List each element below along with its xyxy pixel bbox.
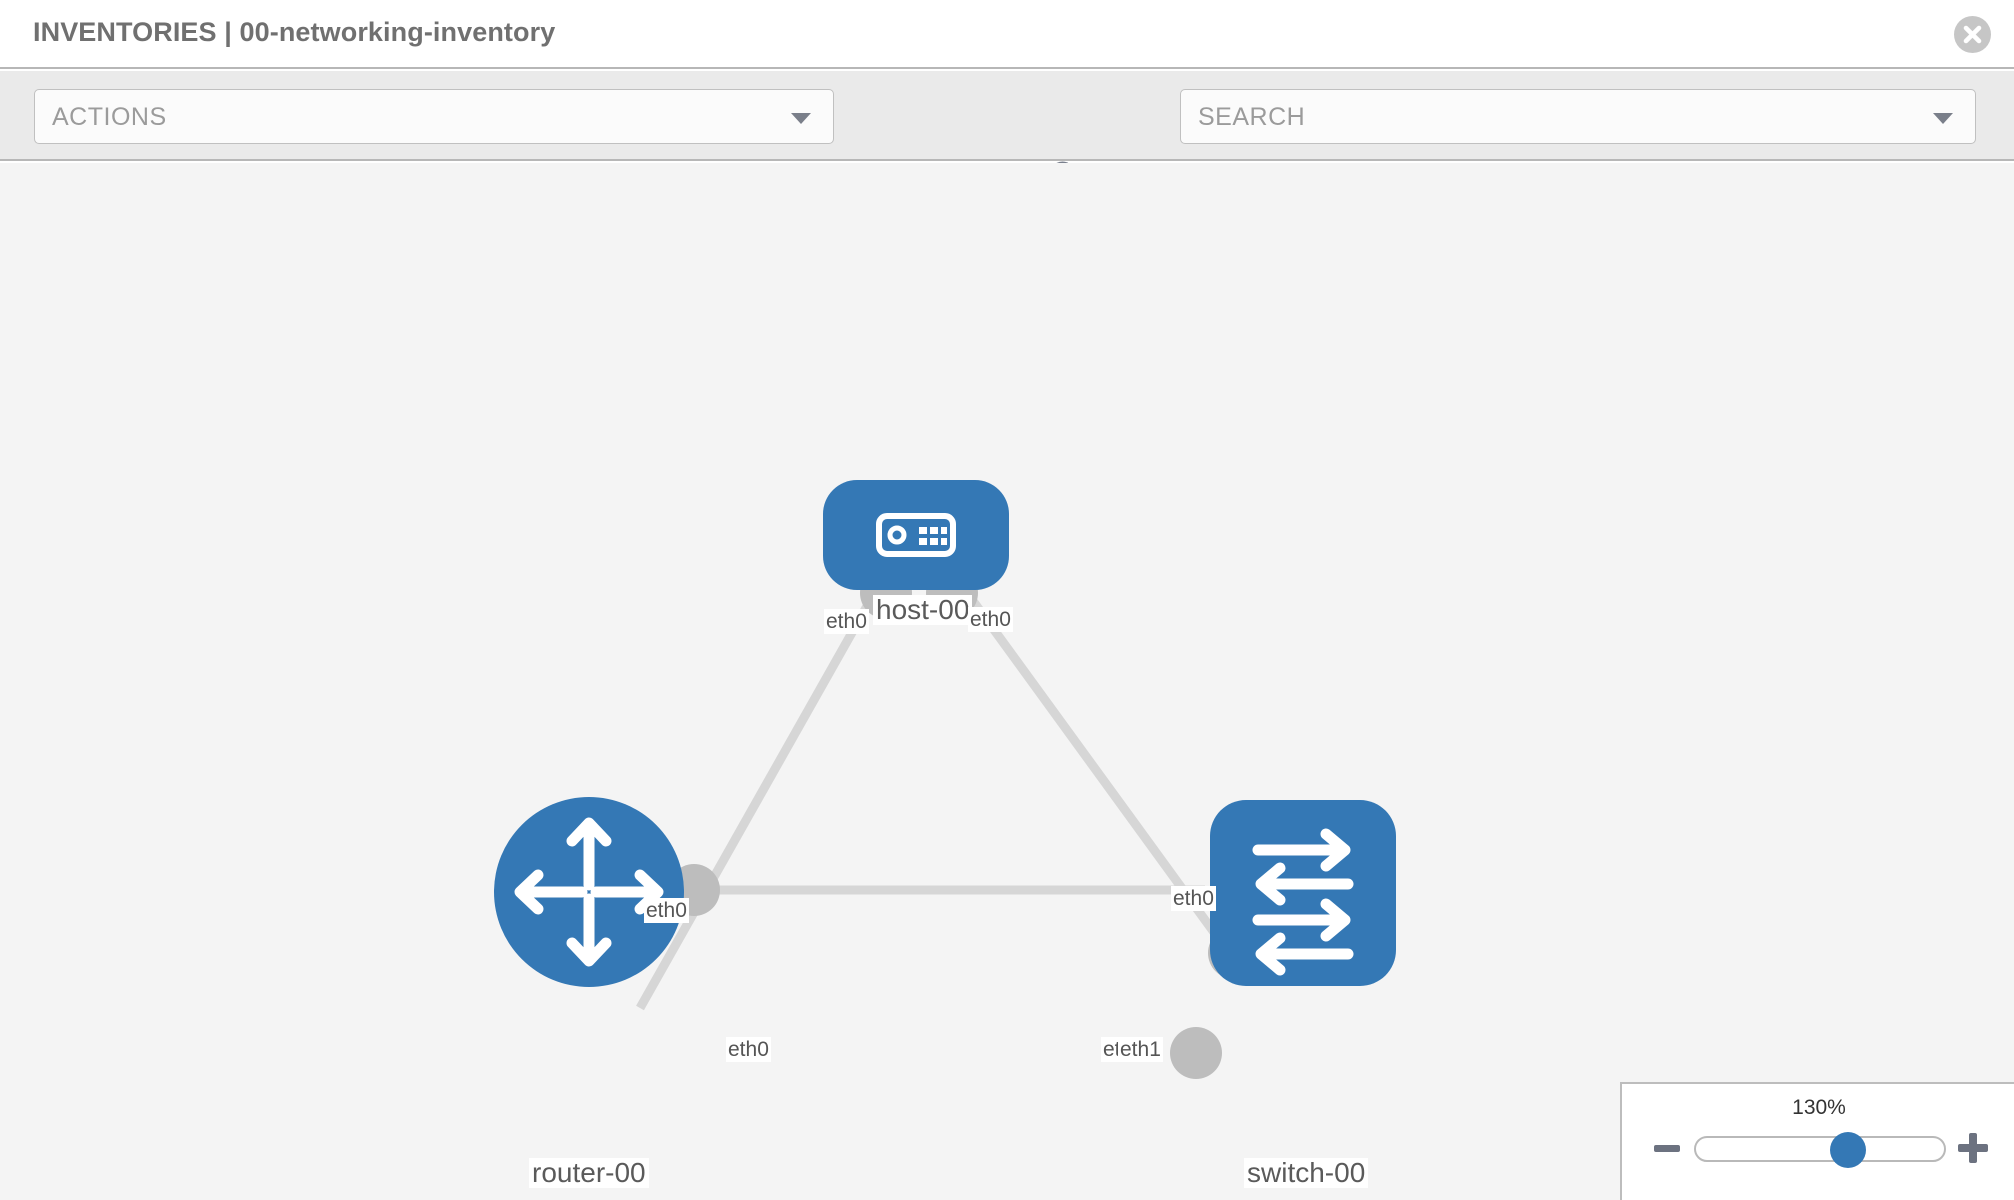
- zoom-slider-thumb[interactable]: [1829, 1132, 1866, 1168]
- zoom-panel: 130%: [1620, 1082, 2014, 1200]
- iface-label-router00-uplink: eth0: [644, 898, 689, 923]
- iface-label-host00-right: eth0: [968, 607, 1013, 632]
- page-title: INVENTORIES | 00-networking-inventory: [33, 17, 556, 47]
- topology-connector-pegs: [668, 567, 1260, 1079]
- zoom-level-label: 130%: [1792, 1096, 1846, 1119]
- search-input[interactable]: SEARCH: [1180, 89, 1976, 144]
- link-host00-switch00: [956, 580, 1249, 978]
- node-router-00: [494, 797, 684, 987]
- iface-label-switch00-eth1: eth1: [1118, 1037, 1163, 1062]
- chevron-down-icon: [1933, 113, 1953, 124]
- router-arrows-icon: [514, 817, 664, 967]
- topology-canvas[interactable]: eth0 host-00 eth0 eth0 eth0 eth0 eth eth…: [0, 163, 2014, 1200]
- node-host-00-shape: [823, 480, 1009, 590]
- node-label-host-00: host-00: [873, 595, 973, 625]
- actions-dropdown-label: ACTIONS: [52, 103, 167, 131]
- search-placeholder: SEARCH: [1198, 103, 1306, 131]
- node-label-switch-00: switch-00: [1244, 1158, 1369, 1188]
- node-label-router-00: router-00: [529, 1158, 649, 1188]
- switch-arrows-icon: [1252, 828, 1354, 976]
- iface-label-switch00-uplink: eth0: [1171, 886, 1216, 911]
- node-router-00-shape: [494, 797, 684, 987]
- zoom-slider[interactable]: [1694, 1132, 1946, 1168]
- peg-switch00-left: [1170, 1027, 1222, 1079]
- actions-dropdown[interactable]: ACTIONS: [34, 89, 834, 144]
- chevron-down-icon: [791, 113, 811, 124]
- close-icon[interactable]: [1954, 16, 1991, 53]
- node-switch-00: [1210, 800, 1396, 986]
- iface-label-host00-left: eth0: [824, 609, 869, 634]
- topology-links: [636, 580, 1249, 1011]
- server-icon: [876, 513, 956, 557]
- page-header: INVENTORIES | 00-networking-inventory: [0, 0, 2014, 69]
- toolbar: ACTIONS SEARCH: [0, 71, 2014, 198]
- zoom-controls: [1622, 1132, 2014, 1172]
- minus-icon[interactable]: [1654, 1145, 1680, 1152]
- plus-icon[interactable]: [1958, 1133, 1988, 1163]
- iface-label-router00-eth0: eth0: [726, 1037, 771, 1062]
- link-host00-router00: [636, 580, 884, 1011]
- node-host-00: [823, 480, 1009, 590]
